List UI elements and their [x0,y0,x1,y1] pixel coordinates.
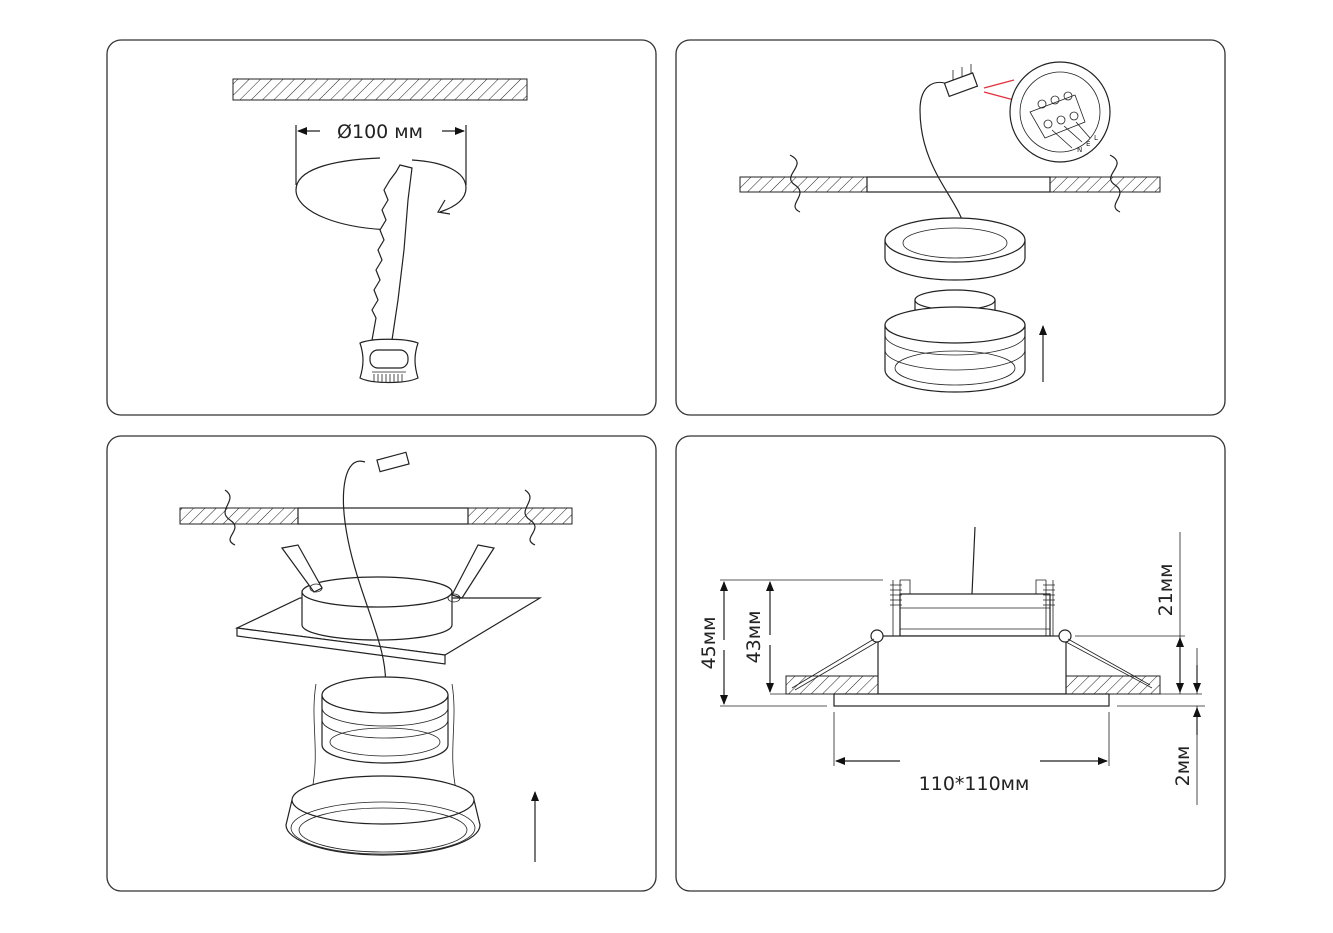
lamp-module [321,676,449,764]
terminal-block-icon [376,451,410,473]
saw-icon [359,164,419,384]
mounting-plate [234,576,543,665]
ceiling-section [232,78,528,101]
ceiling-section [467,507,573,525]
hole-outline [295,157,467,231]
step-panel-cut-hole: Ø100 мм [106,39,657,416]
ceiling-section [1065,675,1161,695]
svg-text:N: N [1077,146,1082,154]
bezel-ring [285,775,481,856]
svg-text:E: E [1086,140,1090,148]
flange-label: 2мм [1172,746,1194,787]
ceiling-section [1049,176,1161,193]
step-panel-dimensions: 45мм 43мм 21мм 2мм 110*110мм [675,435,1226,892]
mounting-ring [884,217,1026,281]
hole-diameter-label: Ø100 мм [337,121,423,143]
body-height-label: 43мм [743,611,765,664]
supply-wire [919,81,966,231]
svg-text:L: L [1094,134,1098,142]
top-height-label: 21мм [1155,564,1177,617]
ceiling-section [785,675,879,695]
step-panel-connect-wiring: L E N [675,39,1226,416]
ceiling-section [179,507,299,525]
plate-size-label: 110*110мм [919,773,1030,795]
step-panel-mount-fixture [106,435,657,892]
lamp-module [884,289,1026,393]
supply-wire [342,460,387,691]
ceiling-section [739,176,868,193]
terminal-block-icon [943,64,979,98]
terminal-detail-inset: L E N [1009,61,1111,163]
total-height-label: 45мм [698,617,720,670]
